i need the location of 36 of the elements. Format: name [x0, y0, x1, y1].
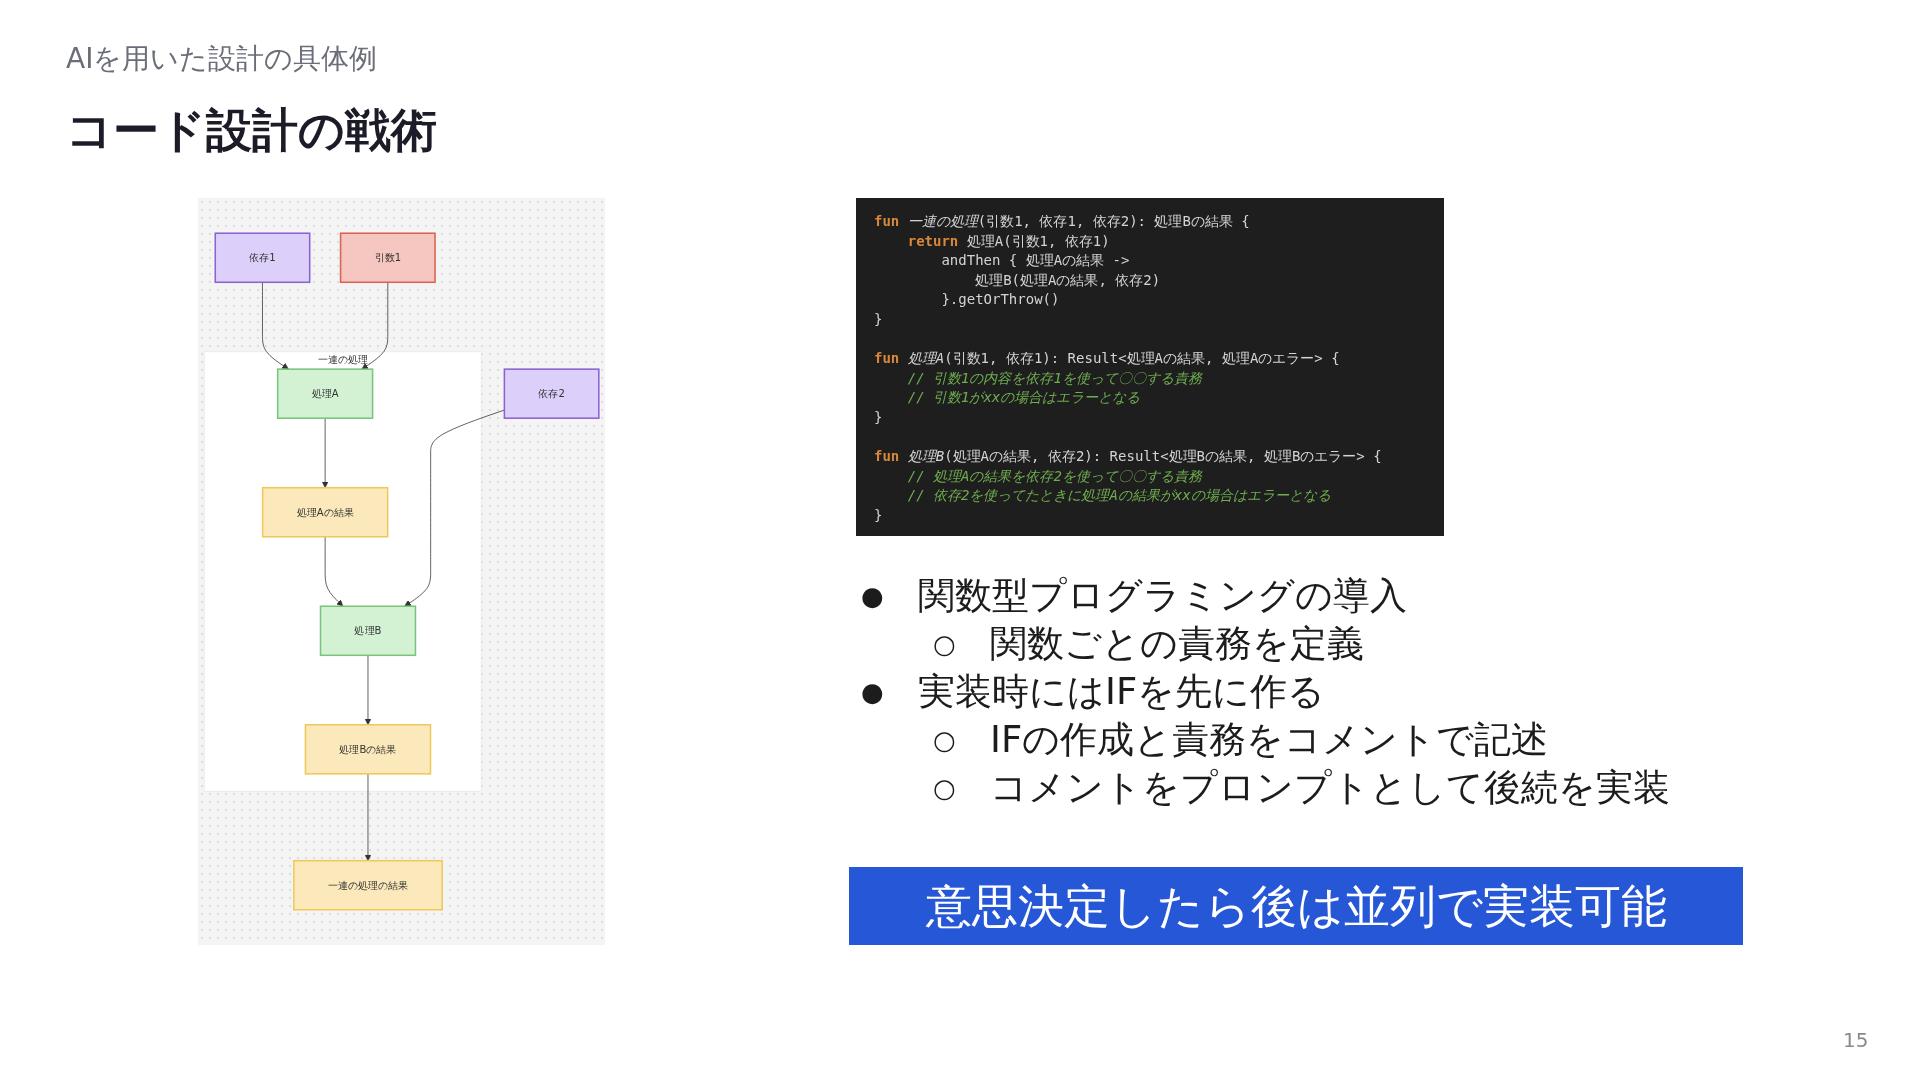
process-box: 処理A [276, 368, 374, 419]
bullet-marker: ● [861, 580, 884, 613]
process-box: 処理B [319, 605, 417, 657]
input-box: 引数1 [339, 232, 436, 284]
code-comment: // 引数1がxxの場合はエラーとなる [907, 388, 1141, 408]
page-number: 15 [1843, 1028, 1869, 1052]
result-box: 処理Bの結果 [304, 724, 432, 775]
bullet-marker: ○ [933, 772, 956, 805]
code-line: fun 処理A(引数1, 依存1): Result<処理Aの結果, 処理Aのエラー> { [874, 349, 1340, 369]
code-line: 処理B(処理Aの結果, 依存2) [975, 270, 1161, 290]
result-box: 処理Aの結果 [261, 486, 389, 538]
highlight-banner: 意思決定したら後は並列で実装可能 [849, 867, 1743, 945]
code-line: fun 一連の処理(引数1, 依存1, 依存2): 処理Bの結果 { [874, 212, 1250, 231]
bullet-text: IFの作成と責務をコメントで記述 [990, 717, 1549, 763]
bullet-text: 関数型プログラミングの導入 [918, 573, 1407, 619]
bullet-text: コメントをプロンプトとして後続を実装 [990, 765, 1670, 811]
code-comment: // 依存2を使ってたときに処理Aの結果がxxの場合はエラーとなる [907, 486, 1331, 506]
code-comment: // 引数1の内容を依存1を使って〇〇する責務 [907, 368, 1202, 388]
code-line: } [874, 309, 883, 329]
slide-title: コード設計の戦術 [66, 102, 437, 159]
code-line: } [874, 505, 883, 525]
input-box: 依存1 [214, 232, 311, 284]
bullet-text: 実装時にはIFを先に作る [918, 669, 1326, 715]
code-comment: // 処理Aの結果を依存2を使って〇〇する責務 [907, 466, 1202, 486]
code-line: }.getOrThrow() [941, 290, 1060, 310]
result-box: 一連の処理の結果 [293, 859, 443, 911]
input-box: 依存2 [503, 368, 600, 419]
code-line: } [874, 407, 883, 427]
bullet-text: 関数ごとの責務を定義 [990, 621, 1364, 667]
section-heading: AIを用いた設計の具体例 [66, 41, 378, 77]
code-line: fun 処理B(処理Aの結果, 依存2): Result<処理Bの結果, 処理Bのエラー> { [874, 447, 1382, 467]
code-line: andThen { 処理Aの結果 -> [941, 251, 1130, 271]
bullet-marker: ● [861, 676, 884, 709]
code-line: return 処理A(引数1, 依存1) [907, 231, 1110, 251]
bullet-marker: ○ [933, 628, 956, 661]
bullet-marker: ○ [933, 724, 956, 757]
